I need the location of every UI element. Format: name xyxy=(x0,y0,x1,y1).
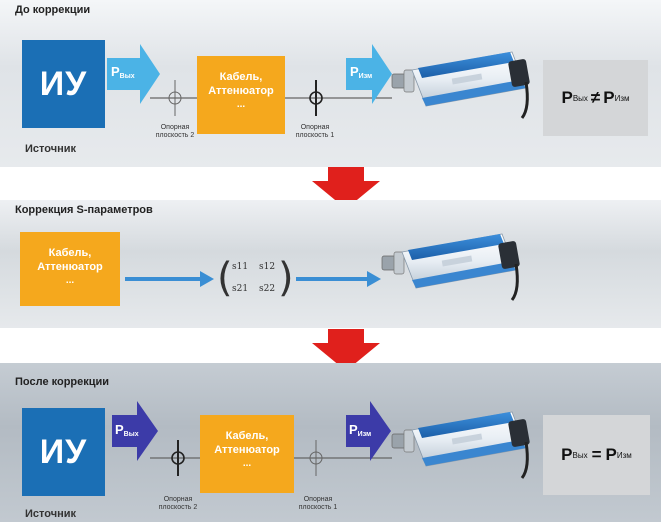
panel-title: После коррекции xyxy=(15,376,110,388)
panel-before-correction: До коррекции ИУ Источник PВых PИзм Кабел… xyxy=(0,0,661,167)
red-down-arrow-icon xyxy=(312,167,380,209)
power-sensor-icon xyxy=(390,50,532,120)
red-down-arrow-icon xyxy=(312,329,380,371)
panel-s-parameter-correction: Коррекция S-параметров Кабель, Аттенюато… xyxy=(0,200,661,328)
matrix-bracket-right: ) xyxy=(278,255,294,301)
s12-label: s12 xyxy=(259,262,276,272)
sparams-diagram-lines xyxy=(125,232,522,302)
arrow-p-meas-icon xyxy=(346,401,391,461)
source-label: Источник xyxy=(25,508,77,520)
after-diagram-lines xyxy=(112,401,532,480)
before-diagram-lines xyxy=(107,44,532,120)
s21-label: s21 xyxy=(232,284,249,294)
source-box: ИУ xyxy=(22,40,105,128)
cable-attenuator-box: Кабель, Аттенюатор ... xyxy=(20,232,120,306)
power-sensor-icon xyxy=(390,410,532,480)
arrow-p-out-label: PВых xyxy=(111,64,135,80)
arrow-p-meas-icon xyxy=(346,44,392,104)
panel-after-correction: После коррекции ИУ Источник PВых PИзм Ка… xyxy=(0,363,661,522)
s22-label: s22 xyxy=(259,284,276,294)
arrow-p-out-label: PВых xyxy=(115,422,139,438)
panel-title: До коррекции xyxy=(15,4,91,16)
matrix-bracket-left: ( xyxy=(217,255,233,301)
s11-label: s11 xyxy=(232,262,249,272)
source-label: Источник xyxy=(25,143,77,155)
arrow-p-out-icon xyxy=(107,44,160,104)
arrow-p-out-icon xyxy=(112,401,158,461)
cable-attenuator-box: Кабель, Аттенюатор ... xyxy=(197,56,285,134)
panel-title: Коррекция S-параметров xyxy=(15,204,153,216)
source-box: ИУ xyxy=(22,408,105,496)
arrow-p-meas-label: PИзм xyxy=(349,422,372,438)
cable-attenuator-box: Кабель, Аттенюатор ... xyxy=(200,415,294,493)
arrow-p-meas-label: PИзм xyxy=(350,64,373,80)
